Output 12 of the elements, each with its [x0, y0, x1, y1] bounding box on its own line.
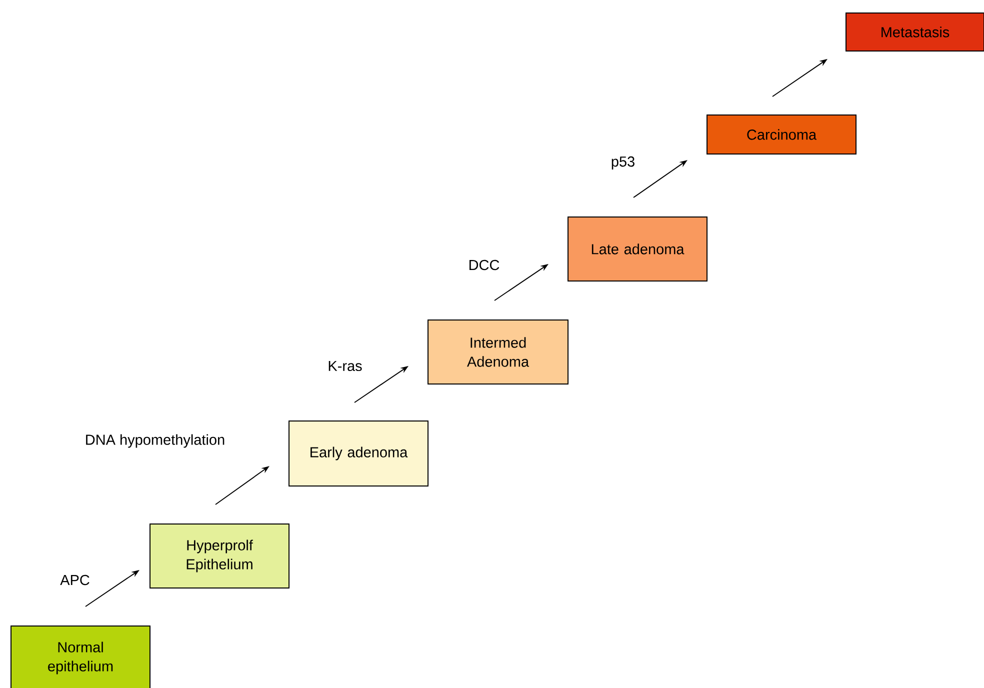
- stage-box: Intermed Adenoma: [428, 320, 568, 384]
- stage-box: Metastasis: [846, 12, 984, 52]
- stage-box: Late adenoma: [568, 216, 708, 282]
- edge-label: APC: [60, 574, 90, 586]
- edge-label: DNA hypomethylation: [86, 434, 224, 448]
- stage-box: Normal epithelium: [10, 626, 150, 688]
- edge-label: p53: [612, 156, 634, 170]
- stage-box: Hyperprolf Epithelium: [150, 524, 290, 588]
- stage-box: Early adenoma: [288, 420, 428, 486]
- stage-box: Carcinoma: [706, 114, 856, 154]
- edge-label: DCC: [470, 260, 500, 270]
- edge-label: K-ras: [328, 360, 362, 372]
